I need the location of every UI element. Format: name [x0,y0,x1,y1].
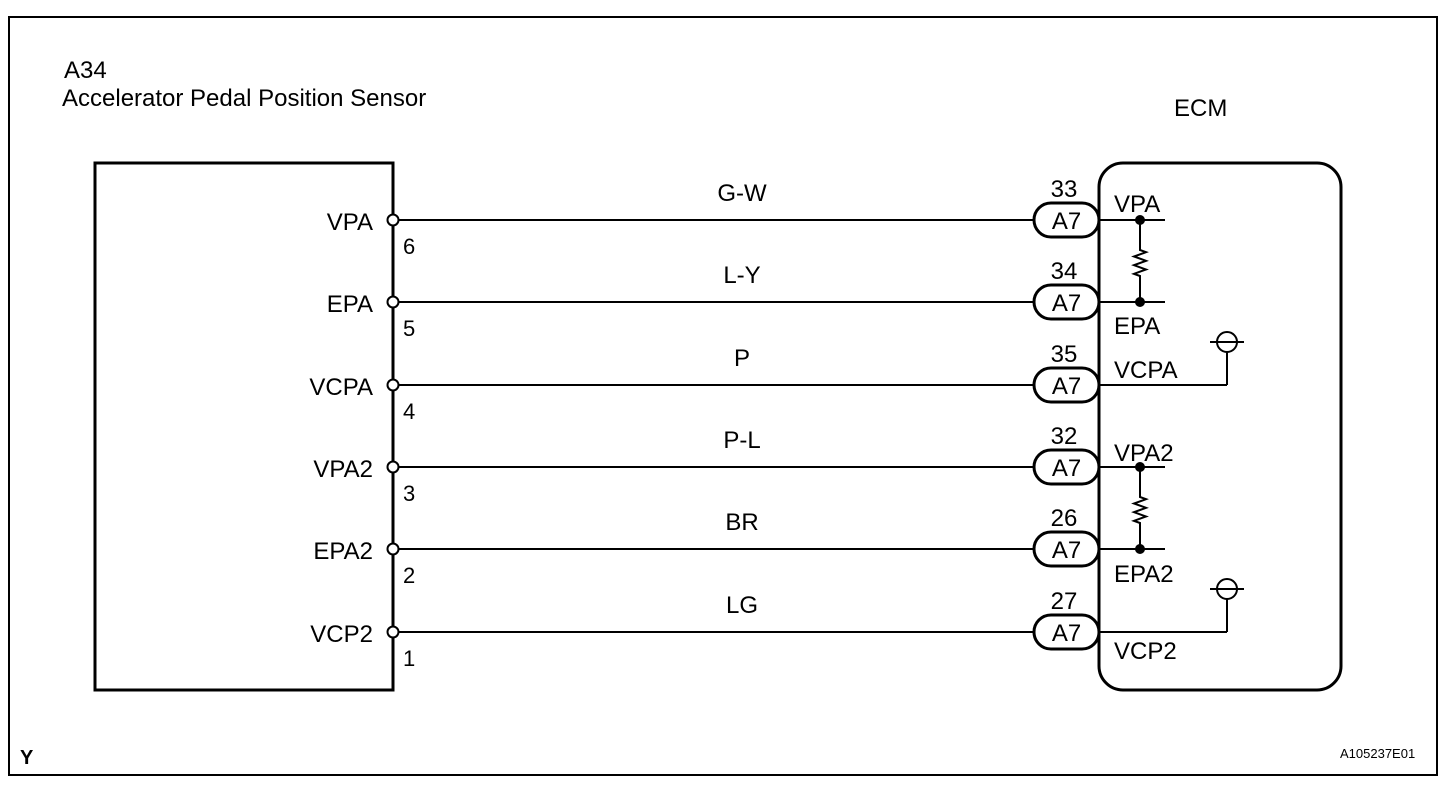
wire-color-label: P [734,345,750,372]
footer-mark: Y [20,747,34,769]
ecm-pin-number: 35 [1051,341,1078,368]
resistor-icon [1131,220,1149,302]
ecm-pin-label: VPA [1114,191,1160,218]
ecm-pin-number: 26 [1051,505,1078,532]
pin-terminal-icon [386,625,400,639]
sensor-pin-number: 2 [403,563,415,588]
connector-label: A7 [1052,455,1081,482]
sensor-pin-label: VPA2 [313,456,373,483]
sensor-pin-number: 1 [403,646,415,671]
sensor-name: Accelerator Pedal Position Sensor [62,85,426,112]
sensor-pin-label: VPA [327,209,373,236]
ecm-pin-number: 33 [1051,176,1078,203]
ecm-pin-number: 34 [1051,258,1078,285]
diagram-frame [8,16,1438,776]
ecm-pin-label: EPA [1114,313,1160,340]
resistor-icon [1131,467,1149,549]
sensor-pin-label: VCP2 [310,621,373,648]
pin-terminal-icon [386,295,400,309]
ecm-pin-label: EPA2 [1114,561,1174,588]
ecm-pin-number: 32 [1051,423,1078,450]
ecm-label: ECM [1174,95,1227,122]
sensor-pin-number: 4 [403,399,415,424]
connector-label: A7 [1052,208,1081,235]
wire-color-label: P-L [723,427,760,454]
figure-id: A105237E01 [1340,746,1415,761]
sensor-pin-number: 5 [403,316,415,341]
pin-terminal-icon [386,378,400,392]
sensor-box [93,161,395,692]
connector-label: A7 [1052,290,1081,317]
pin-terminal-icon [386,213,400,227]
pin-terminal-icon [386,460,400,474]
ecm-internals [1099,215,1244,633]
sensor-code: A34 [64,57,107,84]
connector-label: A7 [1052,373,1081,400]
sensor-pin-label: EPA2 [313,538,373,565]
ecm-pin-label: VCPA [1114,357,1178,384]
wire-color-label: BR [725,509,758,536]
ecm-pin-label: VPA2 [1114,440,1174,467]
connector-label: A7 [1052,620,1081,647]
wire-color-label: L-Y [723,262,760,289]
ecm-box [1097,161,1343,692]
ecm-pin-number: 27 [1051,588,1078,615]
sensor-pin-number: 3 [403,481,415,506]
sensor-pin-number: 6 [403,234,415,259]
wire-color-label: G-W [717,180,767,207]
connector-label: A7 [1052,537,1081,564]
pin-terminal-icon [386,542,400,556]
ecm-pin-label: VCP2 [1114,638,1177,665]
sensor-pin-label: VCPA [309,374,373,401]
wire-color-label: LG [726,592,758,619]
sensor-pin-label: EPA [327,291,373,318]
